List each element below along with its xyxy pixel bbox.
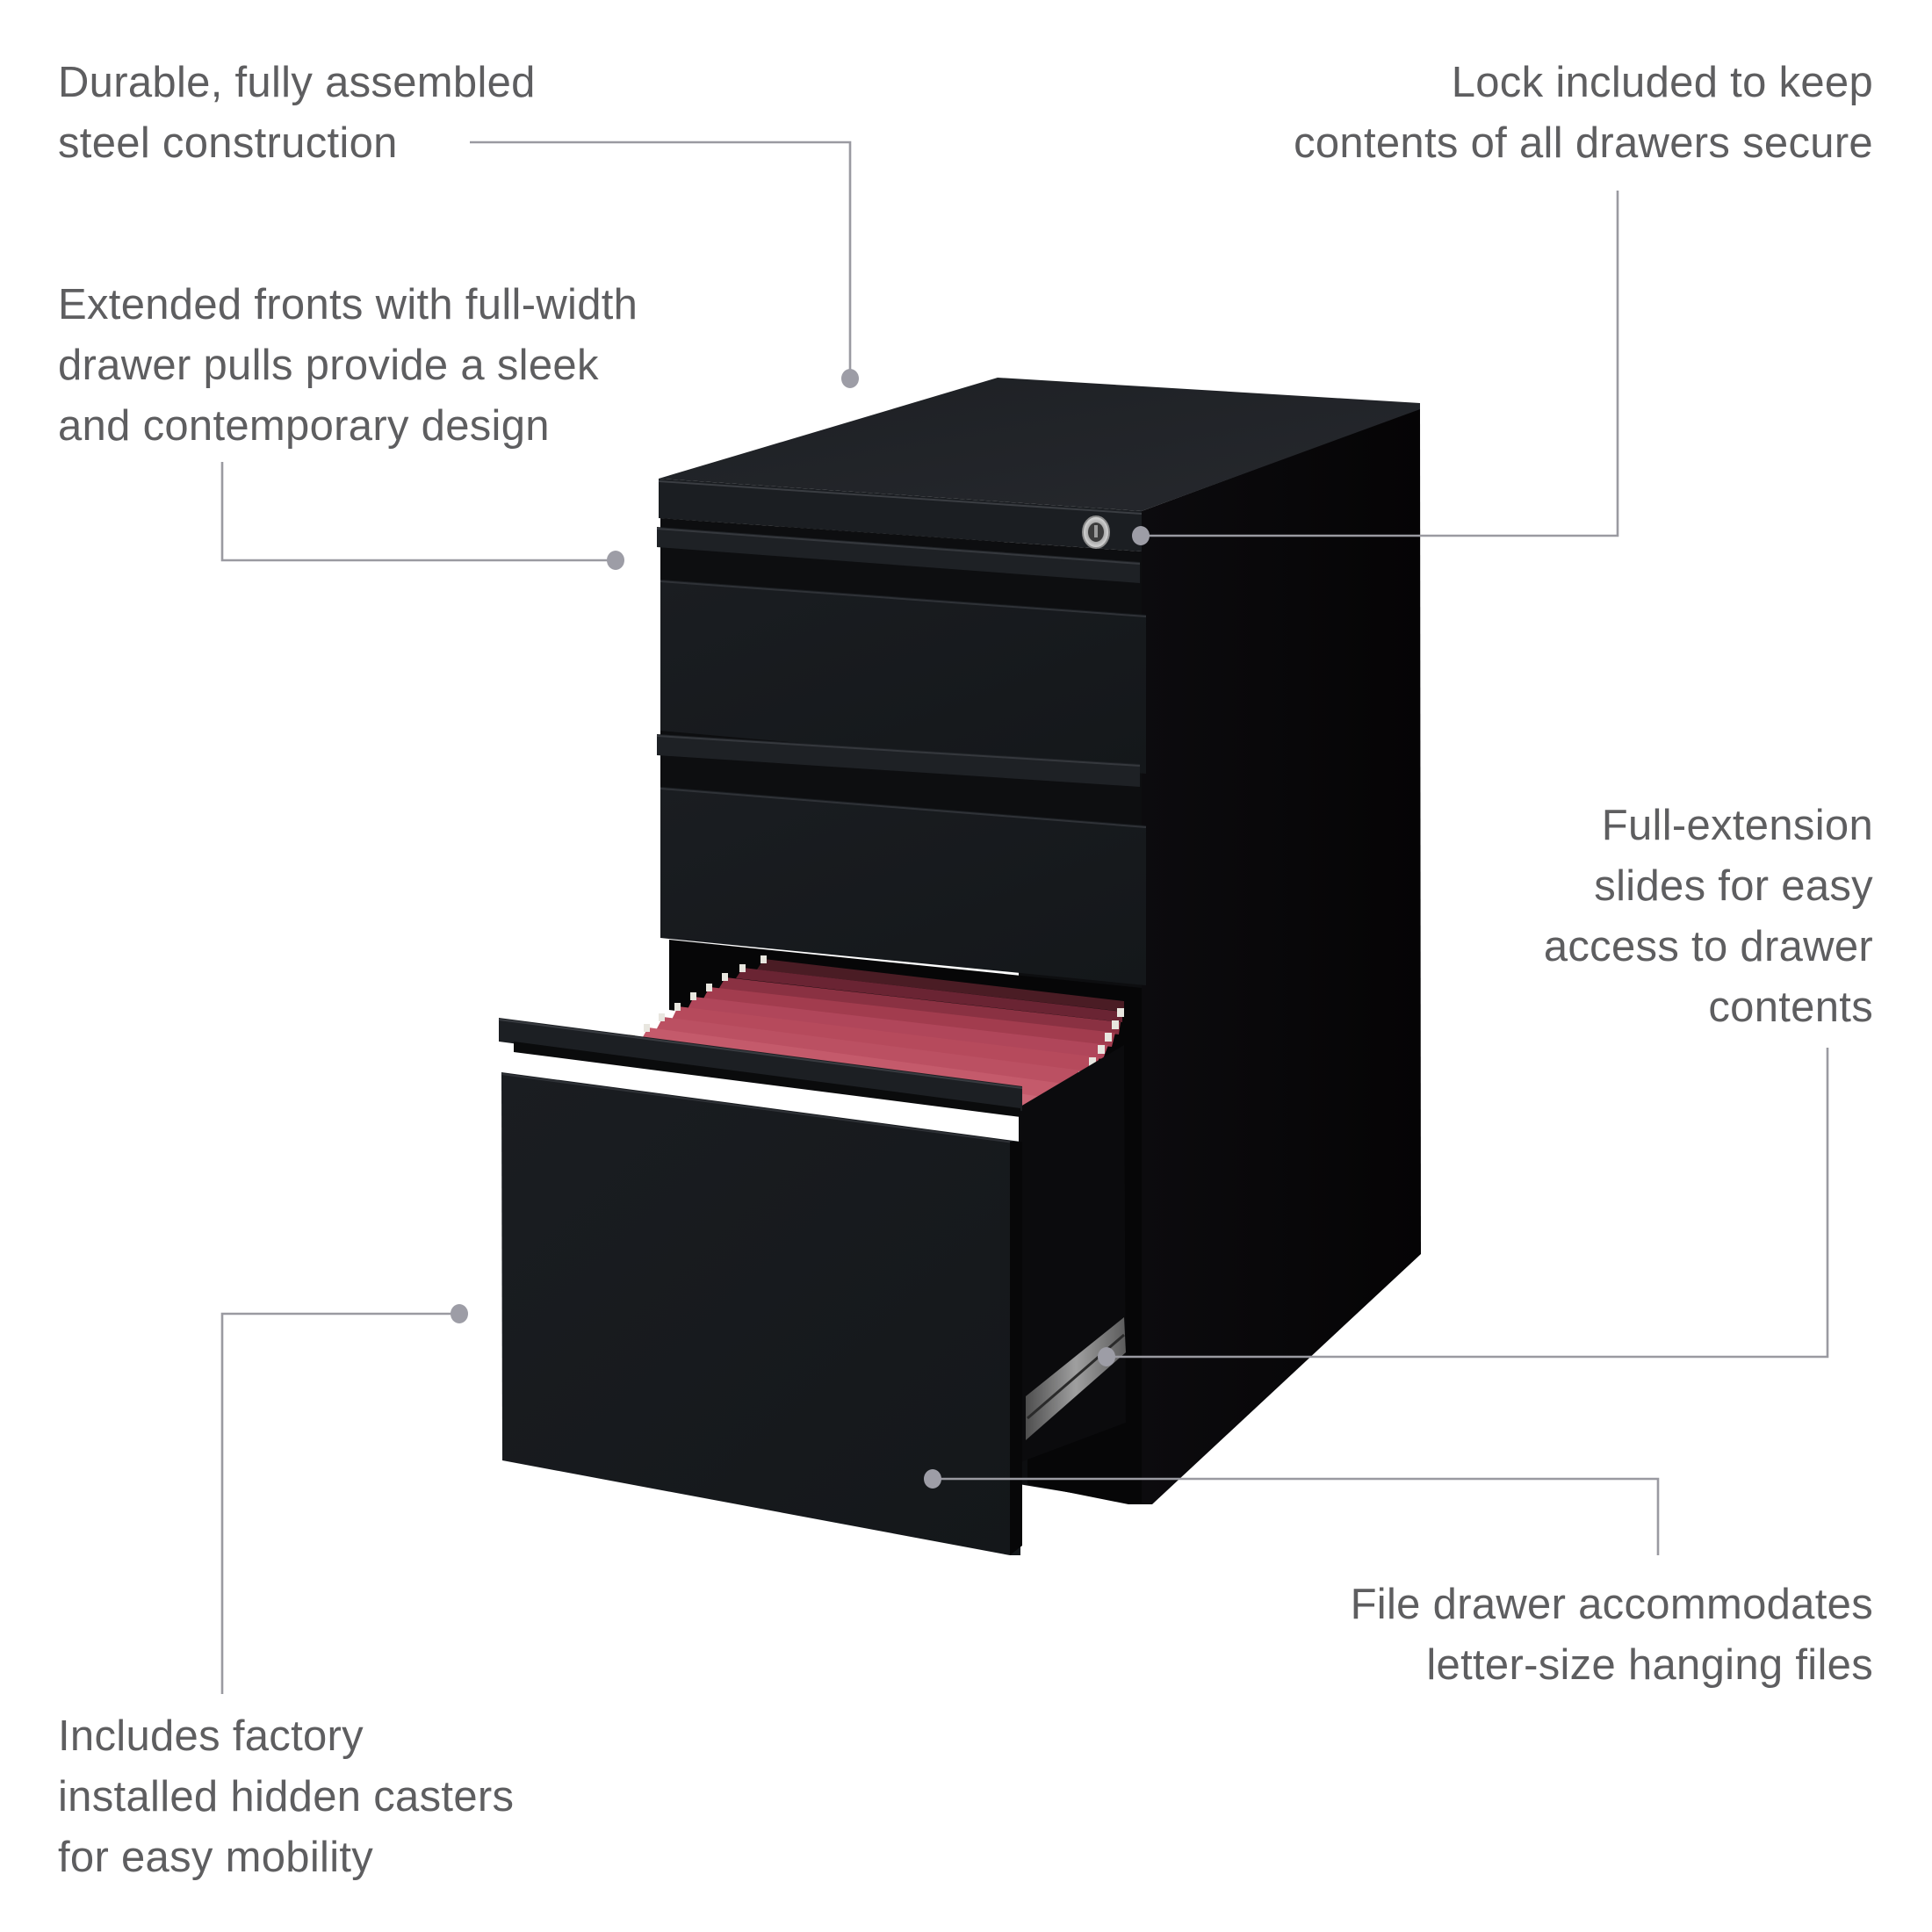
drawer-1-pull[interactable] — [657, 527, 1140, 583]
drawer-2-front[interactable] — [660, 787, 1146, 985]
leader-slides — [1107, 1048, 1829, 1359]
leader-lines — [220, 141, 1829, 1694]
callout-line: Includes factory — [58, 1712, 364, 1760]
lock-icon[interactable] — [1082, 515, 1110, 549]
callout-casters: Includes factory installed hidden caster… — [58, 1706, 514, 1888]
drawer-2-pull[interactable] — [657, 734, 1140, 787]
cabinet-side-panel — [1142, 408, 1421, 1504]
drawer-1-front[interactable] — [660, 580, 1146, 774]
callout-line: contents of all drawers secure — [1294, 119, 1873, 167]
callout-steel: Durable, fully assembled steel construct… — [58, 53, 536, 174]
callout-line: access to drawer — [1543, 923, 1873, 970]
callout-line: for easy mobility — [58, 1834, 374, 1881]
callout-line: Extended fronts with full-width — [58, 281, 638, 328]
callout-line: File drawer accommodates — [1350, 1581, 1873, 1628]
dot-slides — [1098, 1347, 1115, 1366]
callout-line: installed hidden casters — [58, 1773, 515, 1820]
file-drawer-pull[interactable] — [499, 1018, 1022, 1111]
drawer-slide-rail — [1026, 1317, 1126, 1440]
callout-line: letter-size hanging files — [1426, 1641, 1873, 1689]
callout-line: steel construction — [58, 119, 398, 167]
cabinet-top — [659, 378, 1420, 511]
callout-line: Full-extension — [1601, 802, 1873, 849]
callout-line: and contemporary design — [58, 402, 550, 450]
file-drawer-edge — [1010, 1142, 1022, 1555]
callout-line: slides for easy — [1594, 862, 1873, 910]
callout-slides: Full-extension slides for easy access to… — [1544, 796, 1873, 1038]
callout-line: Lock included to keep — [1451, 59, 1873, 106]
leader-dots — [451, 369, 1150, 1489]
callout-line: Durable, fully assembled — [58, 59, 536, 106]
dot-lock — [1132, 526, 1150, 545]
dot-file-drawer — [924, 1469, 941, 1489]
leader-steel — [470, 141, 852, 378]
callout-line: contents — [1708, 984, 1873, 1031]
file-drawer-front[interactable] — [501, 1072, 1020, 1555]
leader-fronts — [220, 462, 616, 562]
callout-file-drawer: File drawer accommodates letter-size han… — [1351, 1575, 1873, 1696]
leader-casters — [220, 1312, 459, 1694]
leader-file-drawer — [933, 1477, 1660, 1555]
dot-fronts — [607, 551, 624, 570]
dot-casters — [451, 1304, 468, 1323]
leader-lock — [1141, 191, 1619, 537]
callout-line: drawer pulls provide a sleek — [58, 342, 599, 389]
callout-fronts: Extended fronts with full-width drawer p… — [58, 275, 638, 457]
callout-lock: Lock included to keep contents of all dr… — [1294, 53, 1873, 174]
dot-steel — [841, 369, 859, 388]
cabinet-top-band — [659, 479, 1142, 551]
